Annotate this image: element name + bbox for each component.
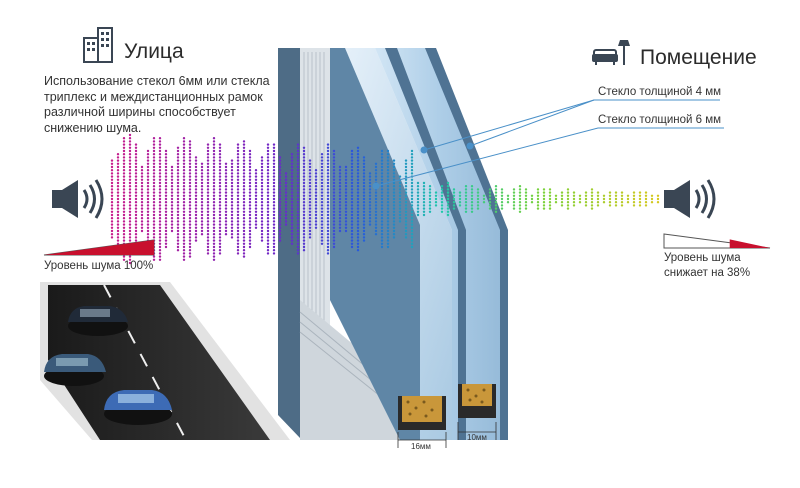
car-icon [68, 306, 128, 336]
glass-6mm-label: Стекло толщиной 6 мм [598, 114, 722, 126]
car-icon [104, 390, 172, 425]
room-noise-label-line2: снижает на 38% [664, 267, 751, 279]
speaker-loud-icon [52, 179, 104, 219]
room-title: Помещение [640, 46, 757, 69]
road-with-cars [40, 282, 290, 441]
spacer-gap-2-label: 10мм [467, 433, 487, 442]
glass-4mm-label: Стекло толщиной 4 мм [598, 86, 722, 98]
speaker-loud-icon [664, 179, 716, 219]
room-noise-label-line1: Уровень шума [664, 252, 741, 264]
double-glazed-window [278, 48, 508, 448]
street-description: Использование стекол 6мм или стекла трип… [44, 74, 270, 135]
room-noise-meter [663, 233, 771, 249]
city-buildings-icon [83, 27, 113, 63]
spacer-gap-1-label: 16мм [411, 442, 431, 451]
glass-label-leaders [372, 99, 724, 190]
car-icon [44, 354, 106, 386]
street-noise-meter [43, 239, 155, 256]
street-noise-label: Уровень шума 100% [44, 260, 154, 272]
street-title: Улица [124, 40, 184, 63]
sofa-lamp-icon [592, 40, 630, 65]
